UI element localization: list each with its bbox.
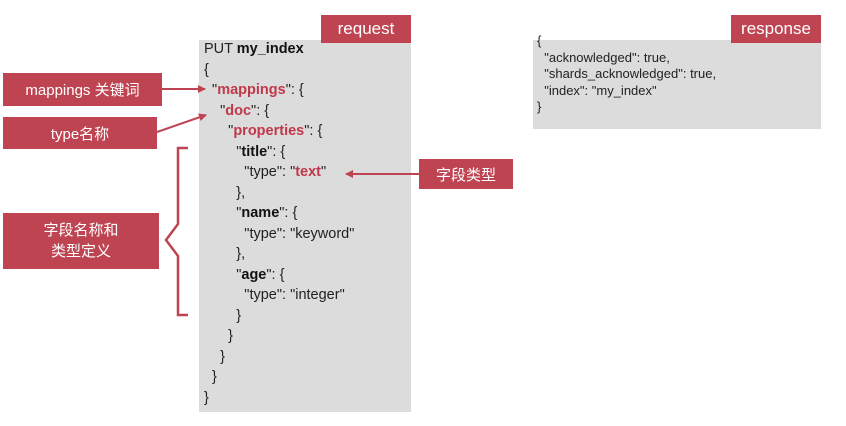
field-definition-line-1: 字段名称和	[43, 222, 119, 239]
type-name-callout: type名称	[3, 117, 157, 149]
field-name: name	[241, 205, 280, 221]
mappings-keyword-callout: mappings 关键词	[3, 73, 162, 106]
mappings-key: mappings	[217, 82, 286, 98]
response-code: { "acknowledged": true, "shards_acknowle…	[537, 33, 717, 114]
field-type-value: integer	[295, 287, 340, 303]
request-line: PUT my_index	[204, 41, 304, 57]
field-name: age	[241, 266, 267, 283]
request-label: request	[321, 15, 411, 43]
field-name: title	[241, 143, 268, 160]
request-panel	[199, 40, 411, 412]
response-label: response	[731, 15, 821, 43]
fields-brace	[164, 146, 188, 317]
type-name-arrow	[156, 113, 207, 133]
doc-key: doc	[225, 102, 252, 119]
field-type-value: keyword	[295, 225, 350, 242]
field-type-callout: 字段类型	[419, 159, 513, 189]
field-definition-callout: 字段名称和 类型定义	[3, 213, 159, 269]
field-type-value: text	[295, 164, 322, 180]
response-panel	[533, 40, 821, 129]
field-definition-line-2: 类型定义	[50, 243, 111, 260]
properties-key: properties	[233, 123, 305, 139]
request-code: PUT my_index { "mappings": { "doc": { "p…	[204, 41, 355, 406]
